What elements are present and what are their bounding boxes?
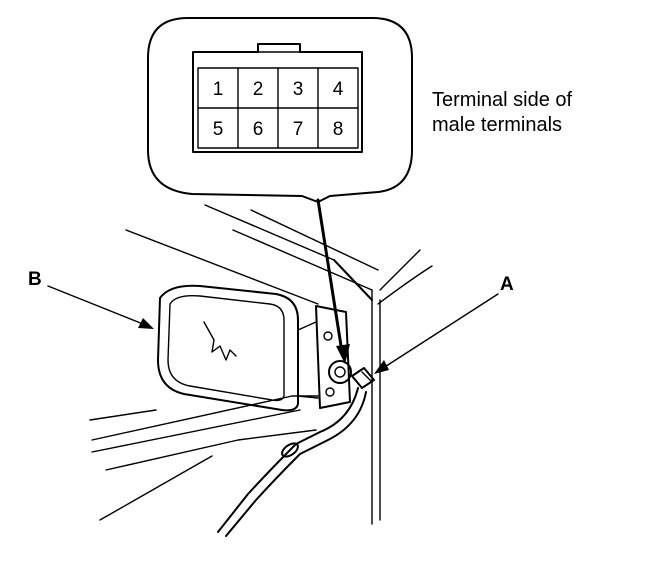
pin-4-label: 4 bbox=[333, 79, 344, 100]
pin-2-label: 2 bbox=[253, 79, 264, 100]
side-mirror bbox=[157, 284, 319, 412]
vehicle-connector bbox=[328, 360, 375, 389]
wire-harness bbox=[217, 387, 367, 537]
pin-8-label: 8 bbox=[333, 119, 344, 140]
callout-caption-line2: male terminals bbox=[432, 114, 562, 136]
door-frame bbox=[89, 204, 433, 525]
label-a-arrow bbox=[374, 293, 499, 374]
pin-1-label: 1 bbox=[213, 79, 224, 100]
connector-callout-bubble bbox=[147, 17, 413, 203]
label-b: B bbox=[28, 269, 42, 290]
pin-7-label: 7 bbox=[293, 119, 304, 140]
connector-face: 1 2 3 4 5 6 7 8 bbox=[192, 43, 363, 153]
connector-leader-line bbox=[316, 198, 350, 364]
pin-5-label: 5 bbox=[213, 119, 224, 140]
pin-3-label: 3 bbox=[293, 79, 304, 100]
label-a: A bbox=[500, 274, 514, 295]
pin-6-label: 6 bbox=[253, 119, 264, 140]
label-b-arrow bbox=[47, 285, 154, 329]
callout-caption-line1: Terminal side of bbox=[432, 89, 573, 111]
